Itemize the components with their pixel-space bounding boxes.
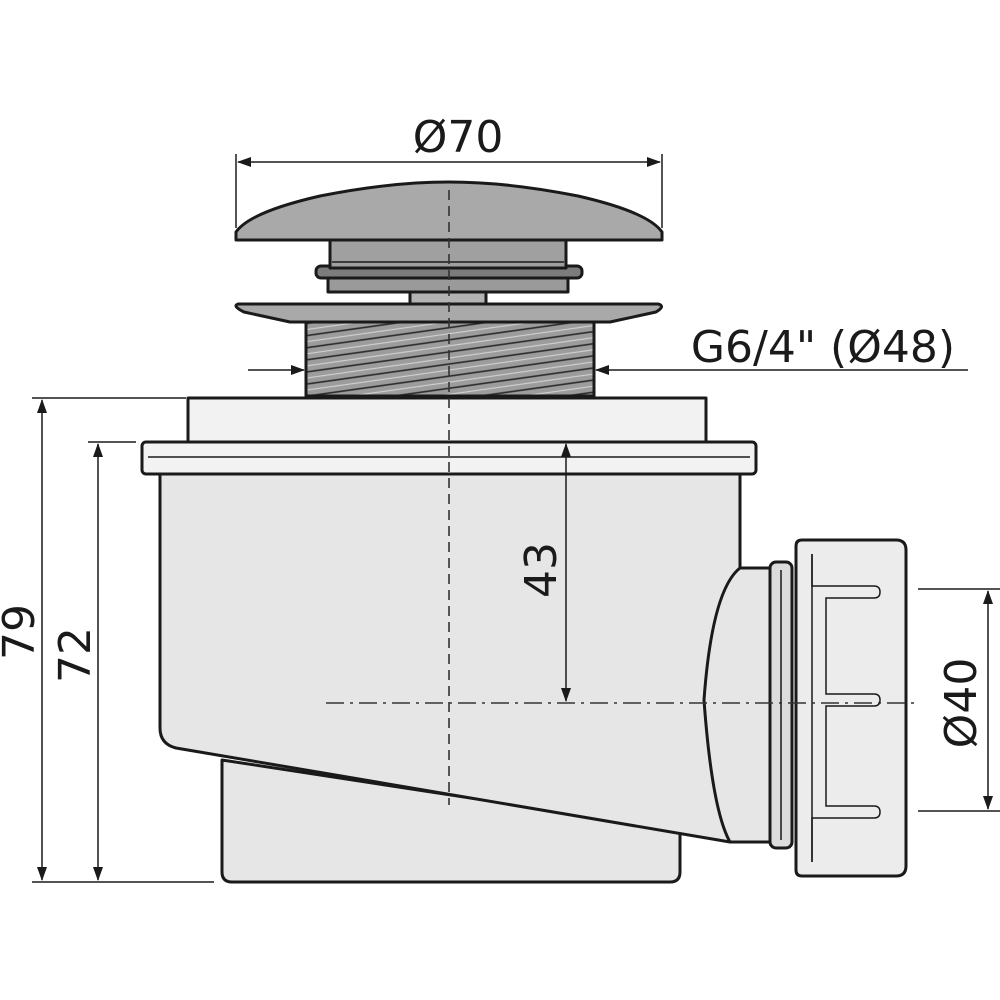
dim-label-total-height: 79	[0, 604, 45, 660]
nut-body	[794, 538, 908, 878]
body-neck	[186, 396, 708, 446]
cap-neck	[328, 238, 568, 270]
body-bottom-cylinder	[220, 758, 682, 884]
drain-body	[140, 396, 782, 884]
dim-outlet-diameter: Ø40	[918, 588, 1000, 812]
dim-total-height: 79	[0, 397, 214, 883]
dim-label-thread: G6/4" (Ø48)	[691, 322, 955, 373]
dim-label-body-height: 72	[50, 627, 101, 683]
dim-outlet-depth: 43	[516, 443, 571, 702]
dim-thread: G6/4" (Ø48)	[248, 322, 968, 375]
dim-label-outlet-depth: 43	[516, 542, 567, 598]
dim-label-cap-diameter: Ø70	[413, 112, 504, 163]
thread-cylinder	[304, 320, 596, 398]
center-lines	[326, 190, 918, 805]
outlet-nut	[768, 538, 908, 878]
top-flange-plate	[234, 302, 663, 324]
dim-label-outlet-diameter: Ø40	[936, 658, 987, 749]
nut-slots	[811, 554, 881, 862]
dim-body-height: 72	[50, 441, 136, 881]
dim-cap-diameter: Ø70	[235, 112, 663, 228]
outlet-elbow	[702, 566, 782, 844]
thread-section	[234, 290, 663, 398]
stem	[408, 290, 488, 306]
body-flange	[140, 440, 758, 476]
